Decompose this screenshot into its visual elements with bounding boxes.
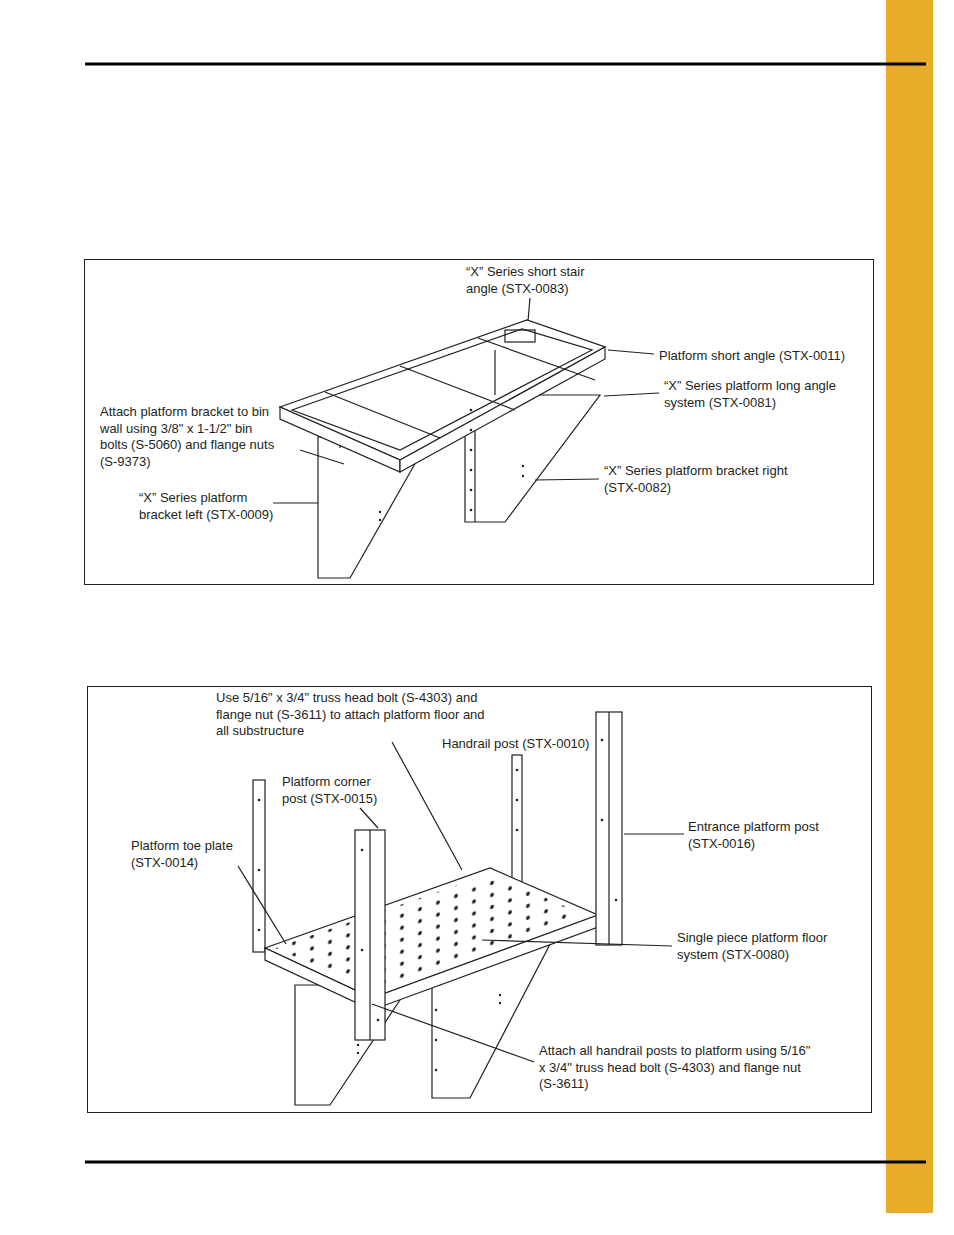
figure-frame: Use 5/16" x 3/4" truss head bolt (S-4303… [87,686,872,1113]
part-callout: Attach all handrail posts to platform us… [539,1043,819,1093]
part-callout: Platform short angle (STX-0011) [659,348,869,365]
part-callout: Platform corner post (STX-0015) [282,774,397,807]
part-callout: Attach platform bracket to bin wall usin… [100,404,280,470]
part-callout: Platform toe plate (STX-0014) [131,838,251,871]
part-callout: Use 5/16" x 3/4" truss head bolt (S-4303… [216,690,491,740]
side-tab [886,0,933,1213]
part-callout: “X” Series platform bracket right (STX-0… [604,463,794,496]
part-callout: Handrail post (STX-0010) [442,736,642,753]
part-callout: Entrance platform post (STX-0016) [688,819,838,852]
bottom-rule [85,1161,926,1164]
part-callout: “X” Series platform bracket left (STX-00… [139,490,279,523]
bracket-frame-figure [273,298,659,578]
figure-frame: “X” Series short stair angle (STX-0083) P… [84,259,874,585]
part-callout: Single piece platform floor system (STX-… [677,930,847,963]
top-rule [85,63,926,66]
part-callout: “X” Series short stair angle (STX-0083) [466,264,616,297]
part-callout: “X” Series platform long angle system (S… [664,378,844,411]
